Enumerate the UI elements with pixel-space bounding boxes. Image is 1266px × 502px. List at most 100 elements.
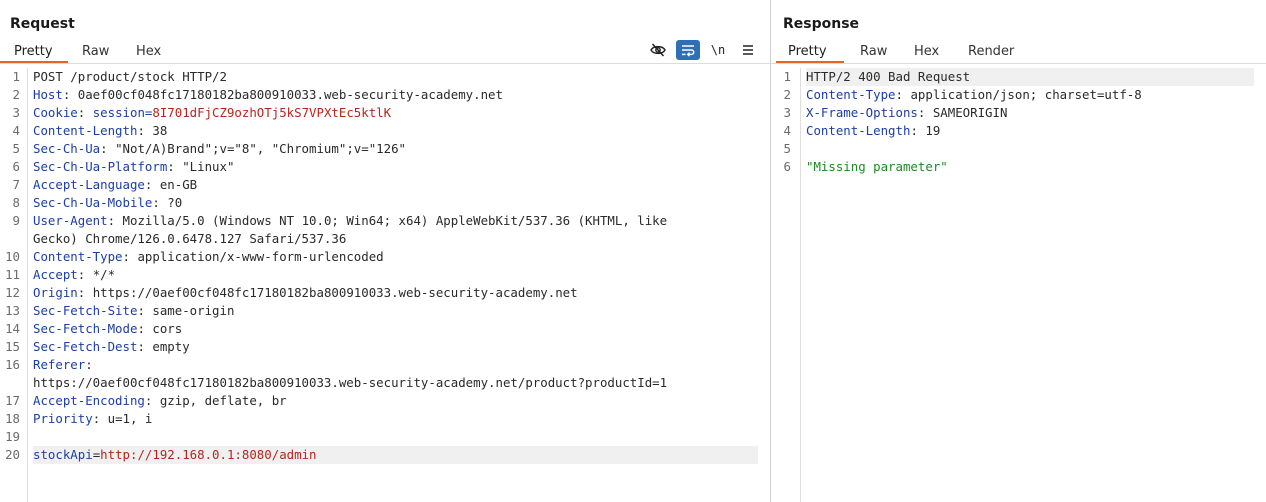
header-colon: : (77, 285, 93, 300)
tab-pretty[interactable]: Pretty (0, 41, 68, 63)
header-colon: : (122, 249, 138, 264)
line-text: POST /product/stock HTTP/2 (33, 69, 227, 84)
line-number: 3 (12, 105, 20, 120)
line-number: 2 (783, 87, 791, 102)
header-value: Mozilla/5.0 (Windows NT 10.0; Win64; x64… (122, 213, 668, 228)
line-content: stockApi=http://192.168.0.1:8080/admin (33, 446, 758, 464)
header-colon: : (92, 411, 108, 426)
line-number: 6 (12, 159, 20, 174)
header-colon: : (100, 141, 116, 156)
line-number: 11 (5, 267, 20, 282)
header-colon: : (77, 105, 93, 120)
response-body: "Missing parameter" (806, 159, 948, 174)
header-value: "Not/A)Brand";v="8", "Chromium";v="126" (115, 141, 406, 156)
line-number: 7 (12, 177, 20, 192)
line-number: 4 (12, 123, 20, 138)
header-name: Content-Length (33, 123, 138, 138)
line-content (33, 428, 758, 446)
request-toolbar: \n (646, 40, 760, 60)
line-content: Referer: (33, 356, 758, 374)
line-number: 5 (783, 141, 791, 156)
line-number: 6 (783, 159, 791, 174)
code-line: 15 Sec-Fetch-Dest: empty (0, 338, 758, 356)
line-content: Content-Length: 38 (33, 122, 758, 140)
header-colon: : (152, 195, 168, 210)
header-value-cont: https://0aef00cf048fc17180182ba800910033… (33, 375, 668, 390)
header-colon: : (137, 303, 153, 318)
line-content-wrap: Gecko) Chrome/126.0.6478.127 Safari/537.… (33, 230, 758, 248)
cookie-name: session= (92, 105, 153, 120)
line-number: 4 (783, 123, 791, 138)
header-value: https://0aef00cf048fc17180182ba800910033… (92, 285, 578, 300)
header-value: u=1, i (107, 411, 153, 426)
line-content: Sec-Fetch-Mode: cors (33, 320, 758, 338)
tab-pretty[interactable]: Pretty (776, 41, 844, 63)
param-value: http://192.168.0.1:8080/admin (100, 447, 317, 462)
header-value: en-GB (159, 177, 198, 192)
header-name: Referer (33, 357, 86, 372)
line-content: "Missing parameter" (806, 158, 1254, 176)
tab-hex[interactable]: Hex (914, 44, 940, 59)
header-value: 38 (152, 123, 168, 138)
header-value-cont: Gecko) Chrome/126.0.6478.127 Safari/537.… (33, 231, 347, 246)
header-value: cors (152, 321, 183, 336)
line-number: 8 (12, 195, 20, 210)
header-name: Accept-Encoding (33, 393, 145, 408)
header-colon: : (137, 123, 153, 138)
header-value: same-origin (152, 303, 235, 318)
wrap-lines-icon[interactable] (676, 40, 700, 60)
header-colon: : (144, 393, 160, 408)
tabs-divider (0, 63, 770, 64)
code-line: 6 "Missing parameter" (771, 158, 1254, 176)
header-value: "Linux" (182, 159, 235, 174)
gutter-divider (27, 68, 28, 502)
header-value: empty (152, 339, 190, 354)
tab-hex[interactable]: Hex (136, 44, 162, 59)
header-name: Content-Length (806, 123, 911, 138)
line-number: 5 (12, 141, 20, 156)
split-divider[interactable] (770, 0, 771, 502)
line-content: HTTP/2 400 Bad Request (806, 68, 1254, 86)
line-number: 15 (5, 339, 20, 354)
line-content (806, 140, 1254, 158)
header-value: application/x-www-form-urlencoded (137, 249, 384, 264)
header-colon: : (137, 339, 153, 354)
code-line-wrap: Gecko) Chrome/126.0.6478.127 Safari/537.… (0, 230, 758, 248)
tab-raw[interactable]: Raw (860, 44, 888, 59)
header-value: ?0 (167, 195, 183, 210)
request-title: Request (10, 16, 75, 32)
line-content: Sec-Ch-Ua-Platform: "Linux" (33, 158, 758, 176)
tab-raw[interactable]: Raw (82, 44, 110, 59)
header-colon: : (85, 357, 101, 372)
tab-render[interactable]: Render (968, 44, 1015, 59)
line-number: 1 (783, 69, 791, 84)
header-name: Sec-Fetch-Dest (33, 339, 138, 354)
header-value: gzip, deflate, br (159, 393, 287, 408)
cookie-value: 8I701dFjCZ9ozhOTj5kS7VPXtEc5ktlK (152, 105, 392, 120)
header-name: Host (33, 87, 63, 102)
header-name: Sec-Fetch-Mode (33, 321, 138, 336)
response-title: Response (783, 16, 860, 32)
newline-toggle[interactable]: \n (710, 43, 726, 57)
code-line: 3 Cookie: session=8I701dFjCZ9ozhOTj5kS7VP… (0, 104, 758, 122)
line-content: Cookie: session=8I701dFjCZ9ozhOTj5kS7VPX… (33, 104, 758, 122)
header-name: Sec-Ch-Ua-Platform (33, 159, 168, 174)
hamburger-menu-icon[interactable] (736, 40, 760, 60)
line-content: Accept-Encoding: gzip, deflate, br (33, 392, 758, 410)
eye-slash-icon[interactable] (646, 40, 670, 60)
line-content-wrap: https://0aef00cf048fc17180182ba800910033… (33, 374, 758, 392)
request-tabs: Pretty Raw Hex (0, 41, 176, 63)
